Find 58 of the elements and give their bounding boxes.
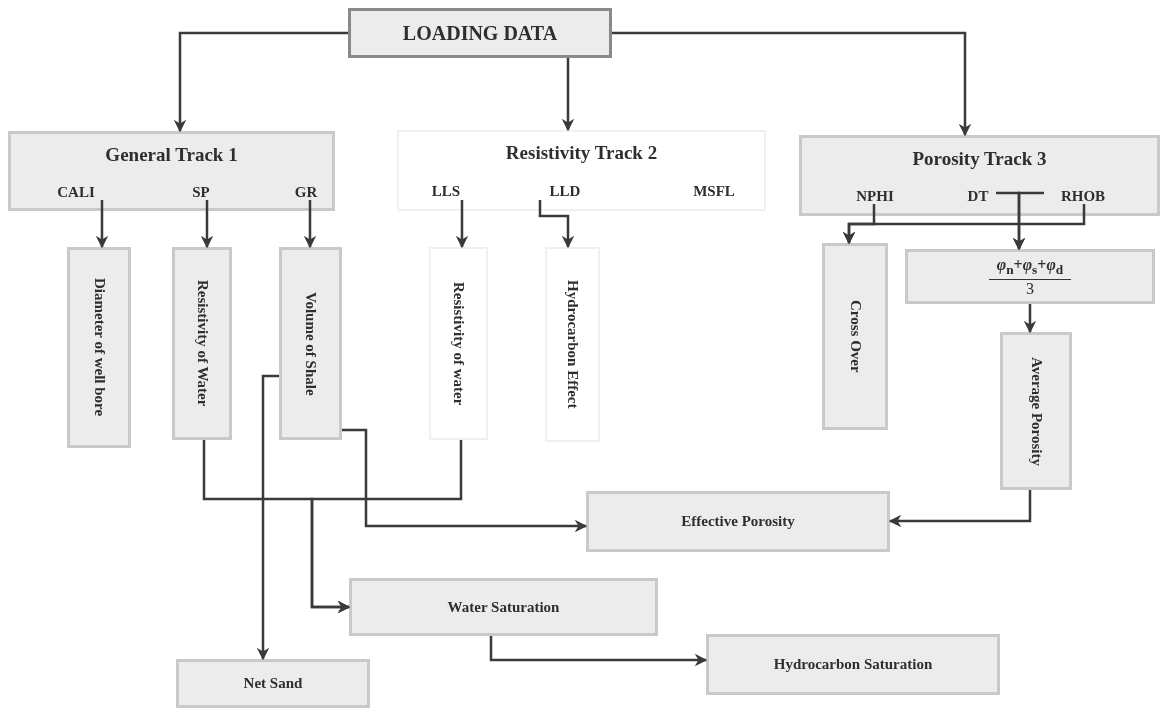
box-label: Average Porosity	[1027, 356, 1045, 466]
arrow	[1012, 191, 1044, 251]
log-curve-label: RHOB	[1047, 185, 1119, 207]
arrow	[173, 31, 348, 133]
arrow	[612, 31, 972, 137]
log-curve-label: LLD	[537, 180, 593, 202]
formula-denominator: 3	[1026, 279, 1034, 298]
box-label: Hydrocarbon Saturation	[773, 656, 933, 673]
box-label: Water Saturation	[447, 598, 560, 616]
box-label: Resistivity of Water	[193, 280, 211, 407]
arrow	[489, 636, 708, 667]
arrow	[342, 428, 588, 533]
box-label: Resistivity of water	[450, 281, 467, 406]
arrow	[303, 200, 317, 249]
process-box	[706, 634, 1000, 695]
log-curve-label: DT	[957, 185, 999, 207]
formula-numerator: φ$_{n}$+φ$_{s}$+φ$_{d}$	[988, 255, 1072, 280]
process-box	[349, 578, 658, 636]
process-box	[1000, 332, 1072, 490]
process-box	[172, 247, 232, 440]
arrow	[538, 200, 575, 249]
arrow	[842, 204, 1086, 245]
arrow	[256, 374, 279, 661]
log-curve-label: LLS	[422, 180, 470, 202]
log-curve-label: SP	[183, 181, 219, 203]
process-box	[176, 659, 370, 708]
box-label: Effective Porosity	[681, 513, 795, 530]
title-box	[348, 8, 612, 58]
process-box	[545, 247, 600, 442]
log-curve-label: MSFL	[682, 180, 746, 202]
arrow	[561, 58, 575, 132]
log-curve-label: NPHI	[846, 185, 904, 207]
process-box	[279, 247, 342, 440]
arrow	[310, 440, 463, 614]
process-box	[67, 247, 131, 448]
process-box	[586, 491, 890, 552]
box-label: Cross Over	[846, 300, 864, 373]
arrow	[95, 200, 109, 249]
box-label: Hydrocarbon Effect	[564, 280, 581, 409]
arrow	[1023, 304, 1037, 334]
box-label: LOADING DATA	[402, 21, 558, 45]
formula-box	[905, 249, 1155, 304]
arrow	[200, 200, 214, 249]
track-title: Resistivity Track 2	[504, 142, 659, 164]
box-label: Net Sand	[243, 675, 303, 692]
track-box	[8, 131, 335, 211]
arrow	[888, 490, 1032, 528]
box-label: Diameter of well bore	[90, 278, 108, 417]
track-title: General Track 1	[104, 144, 239, 166]
log-curve-label: CALI	[43, 181, 109, 203]
track-box	[397, 130, 766, 211]
track-title: Porosity Track 3	[911, 148, 1048, 170]
process-box	[822, 243, 888, 430]
log-curve-label: GR	[288, 181, 324, 203]
box-label: Volume of Shale	[302, 291, 319, 396]
process-box	[429, 247, 488, 440]
track-box	[799, 135, 1160, 216]
arrow	[455, 200, 469, 249]
